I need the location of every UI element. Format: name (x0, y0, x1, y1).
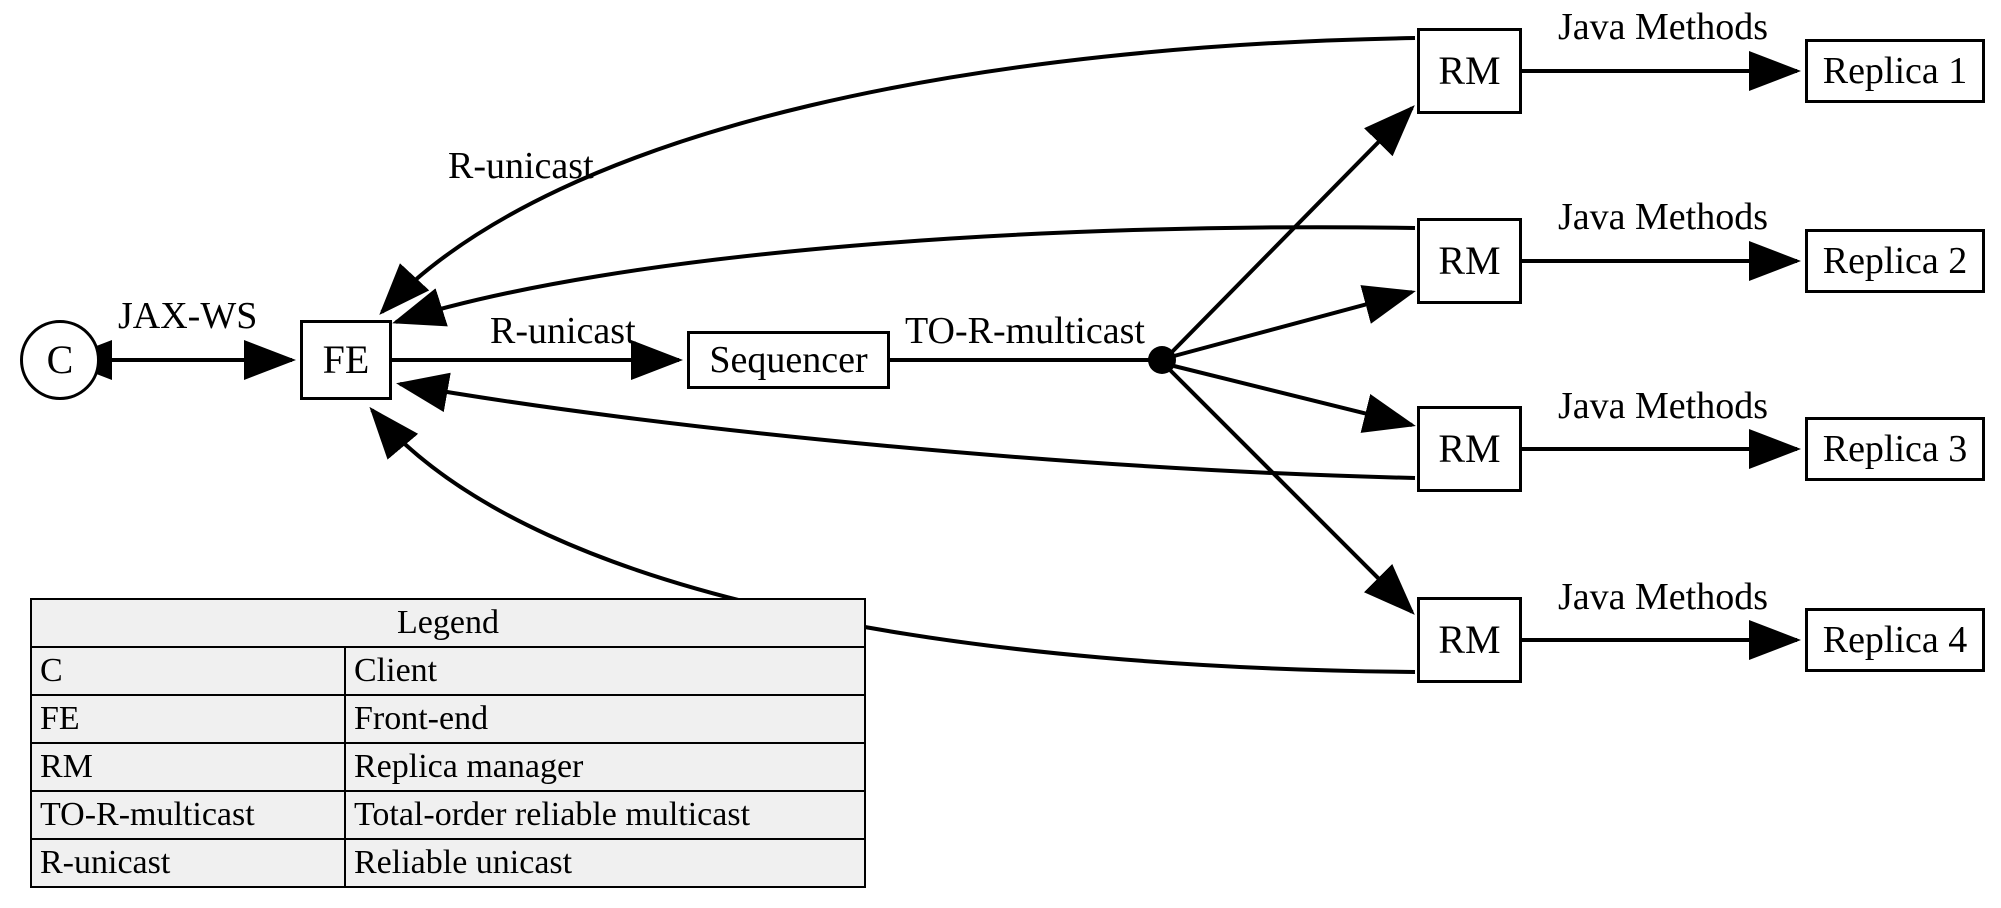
edge-rm3-to-frontend (396, 372, 1416, 480)
edge-label-to-r-multicast: TO-R-multicast (905, 310, 1145, 352)
edge-label-r-unicast: R-unicast (490, 310, 636, 352)
legend-value: Client (344, 646, 866, 696)
node-replica-manager-3-label: RM (1438, 426, 1501, 471)
edge-multicast-to-rm-4 (1168, 368, 1415, 615)
legend-row: FE Front-end (30, 694, 866, 744)
legend-key: C (30, 646, 346, 696)
legend-value: Replica manager (344, 742, 866, 792)
node-replica-manager-2-label: RM (1438, 238, 1501, 283)
edge-multicast-to-rm-2 (1173, 285, 1416, 358)
node-replica-3-label: Replica 3 (1822, 428, 1968, 470)
node-replica-manager-2[interactable]: RM (1417, 218, 1522, 304)
edge-multicast-to-rm-1 (1168, 105, 1415, 356)
node-replica-manager-1[interactable]: RM (1417, 28, 1522, 114)
legend-key: FE (30, 694, 346, 744)
node-client[interactable]: C (20, 320, 100, 400)
legend-row: RM Replica manager (30, 742, 866, 792)
node-replica-manager-1-label: RM (1438, 48, 1501, 93)
legend-value: Reliable unicast (344, 838, 866, 888)
edge-label-r-unicast-return: R-unicast (448, 145, 594, 187)
edge-label-java-methods-1: Java Methods (1558, 6, 1769, 48)
edge-multicast-to-rm-3 (1173, 364, 1416, 433)
legend-title: Legend (30, 598, 866, 648)
node-frontend-label: FE (322, 337, 370, 382)
legend-title-row: Legend (30, 598, 866, 648)
node-replica-2-label: Replica 2 (1822, 240, 1968, 282)
legend-key: R-unicast (30, 838, 346, 888)
node-sequencer-label: Sequencer (709, 339, 868, 381)
legend-row: R-unicast Reliable unicast (30, 838, 866, 888)
node-replica-1-label: Replica 1 (1822, 50, 1968, 92)
legend-table: Legend C Client FE Front-end RM Replica … (30, 598, 866, 888)
edge-rm2-to-frontend (392, 225, 1416, 327)
edge-label-jax-ws: JAX-WS (118, 295, 258, 337)
node-replica-1[interactable]: Replica 1 (1805, 39, 1985, 103)
node-replica-4-label: Replica 4 (1822, 619, 1968, 661)
node-replica-manager-4-label: RM (1438, 617, 1501, 662)
legend-value: Total-order reliable multicast (344, 790, 866, 840)
node-frontend[interactable]: FE (300, 320, 392, 400)
node-sequencer[interactable]: Sequencer (687, 331, 890, 389)
node-client-label: C (46, 337, 74, 382)
node-replica-manager-4[interactable]: RM (1417, 597, 1522, 683)
legend-body: Legend C Client FE Front-end RM Replica … (30, 598, 866, 888)
node-replica-4[interactable]: Replica 4 (1805, 608, 1985, 672)
legend-value: Front-end (344, 694, 866, 744)
edge-rm1-to-frontend (379, 36, 1416, 315)
legend-key: TO-R-multicast (30, 790, 346, 840)
edge-label-java-methods-2: Java Methods (1558, 196, 1769, 238)
legend-key: RM (30, 742, 346, 792)
node-replica-3[interactable]: Replica 3 (1805, 417, 1985, 481)
edge-label-java-methods-4: Java Methods (1558, 576, 1769, 618)
legend-row: C Client (30, 646, 866, 696)
legend-row: TO-R-multicast Total-order reliable mult… (30, 790, 866, 840)
node-replica-manager-3[interactable]: RM (1417, 406, 1522, 492)
edge-label-java-methods-3: Java Methods (1558, 385, 1769, 427)
node-replica-2[interactable]: Replica 2 (1805, 229, 1985, 293)
